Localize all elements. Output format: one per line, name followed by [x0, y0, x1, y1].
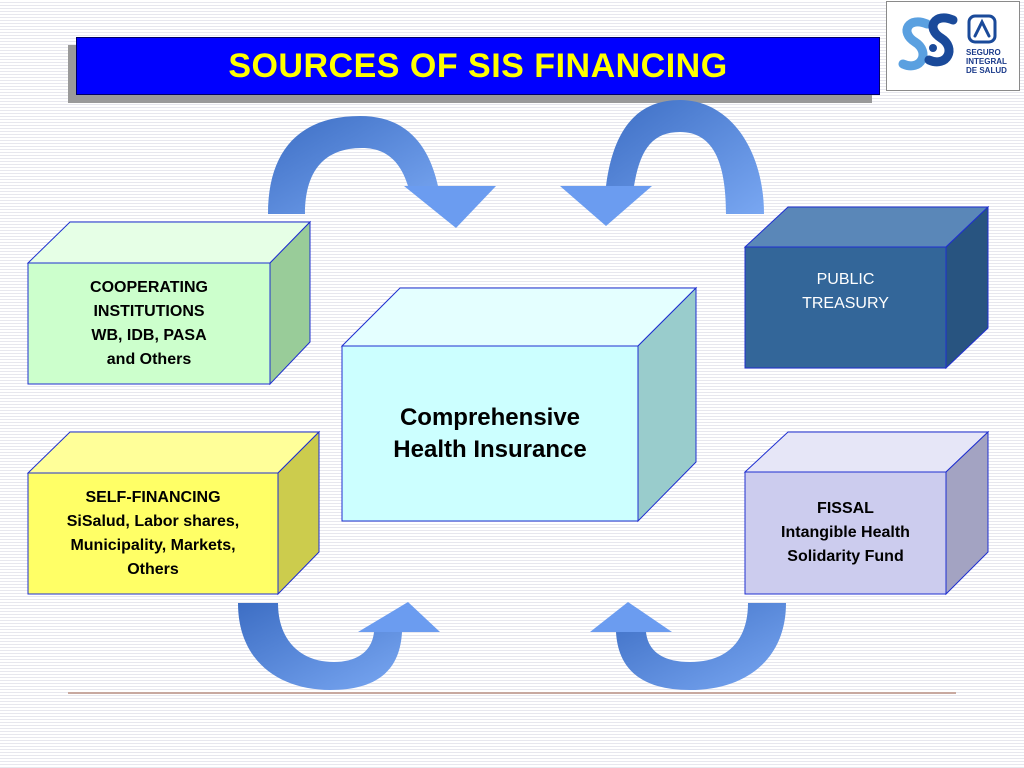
- label-line: Health Insurance: [393, 435, 587, 463]
- label-public-treasury: PUBLIC TREASURY: [745, 262, 946, 322]
- box-fissal: [743, 430, 990, 596]
- arrow-bottom-left: [238, 602, 440, 690]
- label-line: INSTITUTIONS: [93, 302, 205, 320]
- logo-text: SEGURO INTEGRAL DE SALUD: [966, 48, 1018, 75]
- sis-logo: [886, 1, 1020, 91]
- arrow-bottom-right: [590, 602, 786, 690]
- logo-text-line: DE SALUD: [966, 66, 1007, 75]
- label-line: FISSAL: [817, 500, 874, 517]
- label-fissal: FISSAL Intangible Health Solidarity Fund: [745, 472, 946, 594]
- label-line: Intangible Health: [781, 524, 910, 541]
- label-line: Municipality, Markets,: [70, 536, 236, 554]
- label-line: and Others: [106, 350, 192, 368]
- box-cooperating: [26, 220, 312, 386]
- logo-text-line: SEGURO: [966, 48, 1001, 57]
- label-center: Comprehensive Health Insurance: [342, 346, 638, 521]
- logo-text-line: INTEGRAL: [966, 57, 1007, 66]
- label-line: WB, IDB, PASA: [91, 326, 207, 344]
- page-title: SOURCES OF SIS FINANCING: [76, 37, 880, 95]
- box-center: [340, 286, 698, 523]
- label-line: Solidarity Fund: [787, 548, 904, 565]
- arrow-top-left: [268, 116, 496, 228]
- sis-logo-icon: [898, 13, 997, 71]
- label-line: COOPERATING: [90, 278, 208, 296]
- label-line: Comprehensive: [399, 403, 581, 431]
- label-line: SiSalud, Labor shares,: [66, 512, 240, 530]
- label-line: TREASURY: [802, 295, 889, 312]
- label-cooperating: COOPERATING INSTITUTIONS WB, IDB, PASA a…: [36, 263, 262, 384]
- arrow-top-right: [560, 100, 764, 226]
- label-line: SELF-FINANCING: [85, 488, 221, 506]
- label-self-financing: SELF-FINANCING SiSalud, Labor shares, Mu…: [30, 473, 276, 594]
- label-line: PUBLIC: [816, 271, 875, 288]
- footer-divider: [68, 692, 956, 694]
- box-public-treasury: [743, 205, 990, 370]
- box-self-financing: [26, 430, 321, 596]
- label-line: Others: [127, 560, 179, 578]
